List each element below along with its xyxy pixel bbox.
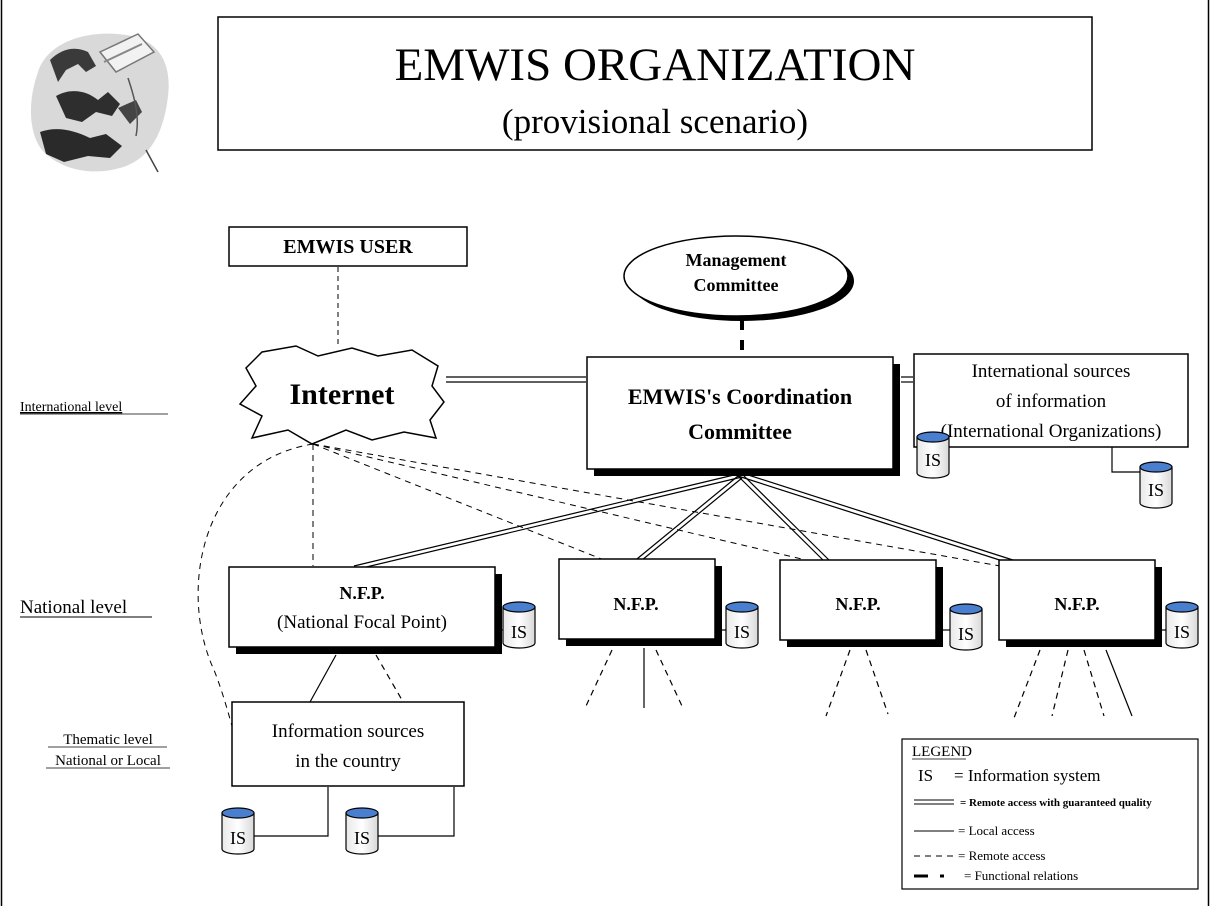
intl-sources-line-3: (International Organizations) (941, 421, 1162, 442)
nfp-3-box (779, 559, 937, 641)
legend-is-label: = Information system (954, 766, 1101, 785)
management-line-2: Committee (694, 275, 779, 295)
intl-is-link (1111, 447, 1140, 473)
legend-is-symbol: IS (918, 766, 933, 785)
intl-sources-line-2: of information (996, 391, 1107, 412)
legend-double-line (914, 799, 954, 805)
international-is-cylinder: IS (1139, 461, 1173, 509)
coordination-line-2: Committee (688, 419, 792, 444)
info-sources-is-links (254, 787, 455, 837)
level-national: National level (20, 597, 127, 618)
nfp-2-box (558, 558, 716, 640)
intl-sources-line-1: International sources (972, 361, 1131, 382)
emwis-user-box (228, 226, 468, 267)
level-thematic-1: Thematic level (63, 732, 153, 748)
nfp-downward-links (309, 648, 1133, 719)
title-main: EMWIS ORGANIZATION (395, 39, 916, 91)
internet-coordination-link (446, 376, 586, 383)
nfp-3-label: N.F.P. (835, 594, 880, 614)
info-sources-line-2: in the country (295, 751, 401, 772)
svg-text:IS: IS (958, 624, 974, 644)
info-sources-box (231, 701, 465, 787)
nfp-main-box (228, 566, 496, 648)
coordination-international-link (901, 376, 913, 383)
coordination-line-1: EMWIS's Coordination (628, 384, 852, 409)
info-is-cylinder-1: IS (221, 807, 255, 855)
svg-text:IS: IS (925, 450, 941, 470)
legend-box (901, 738, 1199, 890)
management-committee-ellipse (623, 235, 849, 317)
mediterranean-map-icon (30, 33, 169, 173)
svg-text:IS: IS (1174, 622, 1190, 642)
info-sources-line-1: Information sources (272, 721, 424, 742)
title-box (217, 16, 1093, 151)
coordination-is-cylinder: IS (916, 431, 950, 479)
nfp-2-label: N.F.P. (613, 594, 658, 614)
info-is-cylinder-2: IS (345, 807, 379, 855)
svg-text:IS: IS (1148, 480, 1164, 500)
svg-text:IS: IS (230, 828, 246, 848)
title-sub: (provisional scenario) (502, 102, 808, 141)
legend-dashdot-label: = Functional relations (964, 868, 1078, 883)
legend-title: LEGEND (912, 744, 972, 760)
coordination-committee-box (586, 356, 894, 470)
legend-dashed-label: = Remote access (958, 848, 1045, 863)
internet-cloud (238, 345, 445, 445)
nfp-main-is-cylinder: IS (502, 601, 536, 649)
internet-label: Internet (290, 378, 395, 411)
international-sources-box (913, 353, 1189, 448)
nfp-3-is-cylinder: IS (949, 603, 983, 651)
management-line-1: Management (686, 250, 787, 270)
svg-text:IS: IS (734, 622, 750, 642)
nfp-4-label: N.F.P. (1054, 594, 1099, 614)
nfp-main-line-1: N.F.P. (339, 583, 384, 603)
svg-text:IS: IS (511, 622, 527, 642)
svg-text:IS: IS (354, 828, 370, 848)
level-international: International level (20, 400, 122, 415)
nfp-2-is-cylinder: IS (725, 601, 759, 649)
nfp-4-is-cylinder: IS (1165, 601, 1199, 649)
internet-remote-links (197, 443, 1001, 727)
level-thematic-2: National or Local (55, 753, 161, 769)
emwis-user-label: EMWIS USER (283, 236, 413, 258)
nfp-4-box (998, 559, 1156, 641)
legend-double-label: = Remote access with guaranteed quality (960, 797, 1152, 809)
legend-solid-label: = Local access (958, 823, 1035, 838)
nfp-main-line-2: (National Focal Point) (277, 612, 447, 633)
coordination-nfp-links (353, 472, 1017, 570)
